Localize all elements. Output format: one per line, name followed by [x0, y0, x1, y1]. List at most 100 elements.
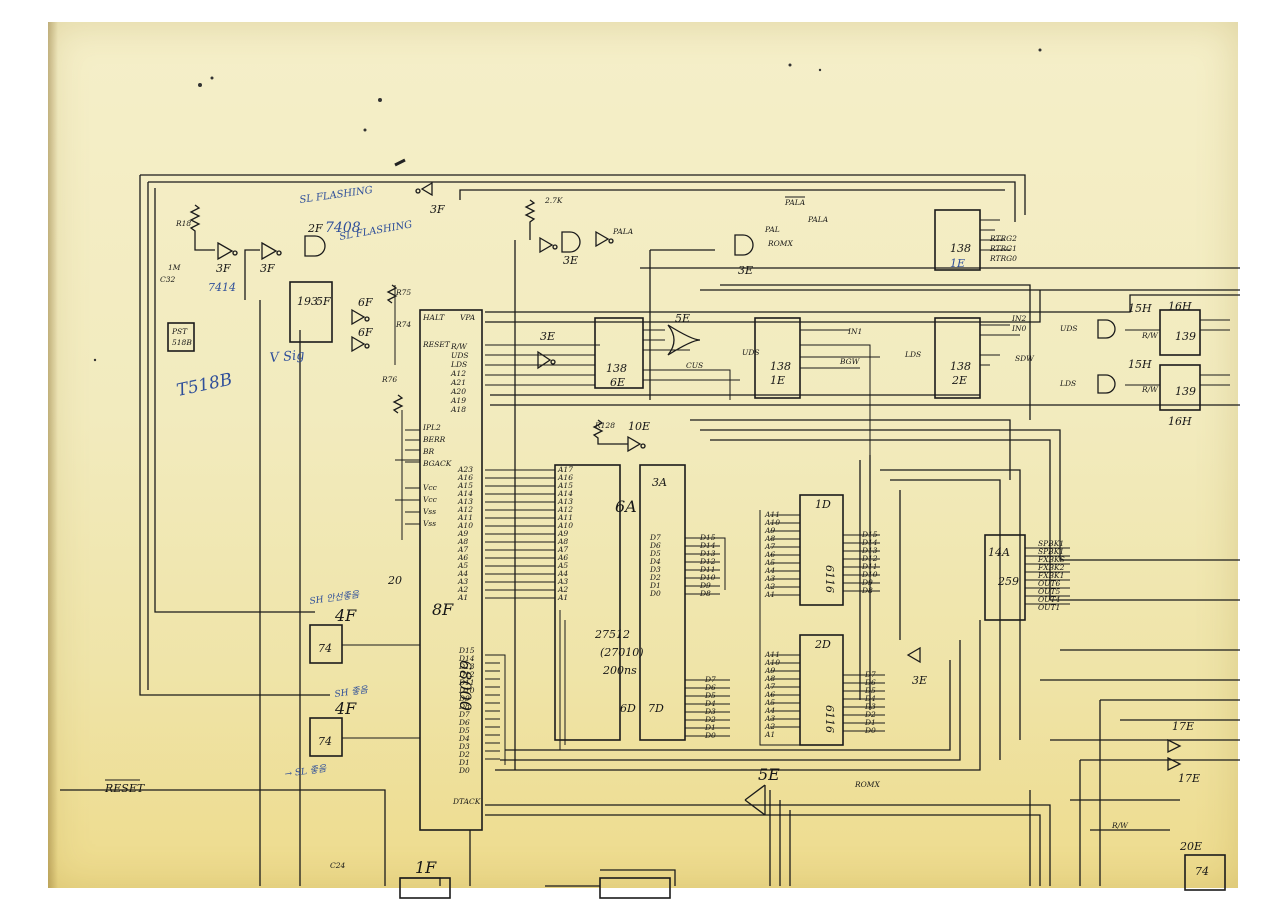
signal-halt: HALT	[422, 313, 445, 322]
signal-rw2: R/W	[1141, 385, 1159, 394]
pin-8f-right-3: A12	[450, 369, 466, 378]
chip-4f-a-ref: 4F	[334, 606, 357, 625]
out-14a-1: FXBKS	[1037, 555, 1065, 564]
chip-1e-ref: 1E	[770, 374, 785, 387]
addr-1d-3: A8	[764, 534, 775, 543]
border-wires	[60, 174, 1240, 887]
data-3a-1: D6	[649, 541, 661, 550]
addr-6a-13: A4	[557, 569, 568, 578]
data-8f-11: D4	[458, 734, 470, 743]
pin-8f-right-4: A21	[450, 378, 466, 387]
data-1d-1: D14	[861, 538, 878, 547]
addr-2d-10: A1	[764, 730, 775, 739]
signal-rtrg0: RTRG0	[989, 254, 1017, 263]
data-2d-5: D2	[864, 710, 876, 719]
gate-3f-a: 3F	[216, 262, 231, 275]
pin-8f-left-0: IPL2	[422, 423, 441, 432]
chip-20e-ref: 20E	[1179, 840, 1202, 853]
addr-2d-0: A11	[764, 650, 780, 659]
addr-2d-3: A8	[764, 674, 775, 683]
gate-3e-d: 3E	[912, 674, 927, 687]
data-8f-14: D1	[458, 758, 470, 767]
pin-8f-right-6: A19	[450, 396, 466, 405]
gate-6f-a: 6F	[358, 296, 373, 309]
note-hangul-2: SH 좋음	[334, 684, 369, 700]
addr-8f-13: A4	[457, 569, 468, 578]
signal-in0: IN0	[1011, 324, 1027, 333]
data-8f-15: D0	[458, 766, 470, 775]
addr-1d-5: A6	[764, 550, 775, 559]
out-3a-lower-1: D6	[704, 683, 716, 692]
signal-sdw: SDW	[1015, 354, 1035, 363]
addr-8f-12: A5	[457, 561, 468, 570]
addr-6a-5: A12	[557, 505, 573, 514]
out-3a-2: D13	[699, 549, 716, 558]
part-c32: C32	[160, 275, 176, 284]
chip-3a-ref: 3A	[652, 476, 667, 489]
data-8f-3: D12	[458, 670, 475, 679]
note-pin20: 20	[387, 574, 402, 587]
addr-6a-1: A16	[557, 473, 573, 482]
chip-5f-ref: 5F	[316, 295, 331, 308]
part-c24: C24	[330, 861, 346, 870]
part-1m: 1M	[168, 263, 181, 272]
addr-6a-0: A17	[557, 465, 573, 474]
chip-14a-part: 259	[997, 575, 1019, 588]
out-3a-1: D14	[699, 541, 716, 550]
part-r75: R75	[395, 288, 411, 297]
gate-17e-b: 17E	[1178, 772, 1200, 785]
part-r74: R74	[395, 320, 411, 329]
addr-6a-11: A6	[557, 553, 568, 562]
chip-4f-b-part: 74	[318, 735, 332, 748]
addr-6a-8: A9	[557, 529, 568, 538]
out-3a-0: D15	[699, 533, 716, 542]
chip-6e-part: 138	[606, 362, 627, 375]
signal-bgw: BGW	[839, 357, 861, 366]
out-14a-5: OUT5	[1038, 587, 1060, 596]
addr-2d-4: A7	[764, 682, 775, 691]
out-3a-lower-3: D4	[704, 699, 716, 708]
data-8f-8: D7	[458, 710, 470, 719]
signal-dtack: DTACK	[452, 797, 481, 806]
chip-1d-ref: 1D	[815, 498, 831, 511]
chip-20e-part: 74	[1195, 865, 1209, 878]
addr-6a-16: A1	[557, 593, 568, 602]
data-1d-4: D11	[861, 562, 878, 571]
chip-2f-ref: 2F	[307, 222, 323, 235]
chip-4f-a-part: 74	[318, 642, 332, 655]
signal-rtrg1: RTRG1	[989, 244, 1017, 253]
pin-8f-left-1: BERR	[422, 435, 446, 444]
chip-5f-part: 193	[297, 295, 318, 308]
data-3a-7: D0	[649, 589, 661, 598]
addr-8f-1: A16	[457, 473, 473, 482]
chip-3a-sub: 6D	[620, 702, 636, 715]
gate-15h-b: 15H	[1128, 358, 1152, 371]
signal-rw3: R/W	[1111, 821, 1129, 830]
data-8f-5: D10	[458, 686, 475, 695]
gate-10e: 10E	[628, 420, 650, 433]
signal-in2: IN2	[1011, 314, 1027, 323]
signal-pala-b: PALA	[807, 215, 829, 224]
data-8f-4: D11	[458, 678, 475, 687]
pin-8f-left-5: Vcc	[423, 495, 438, 504]
addr-2d-7: A4	[764, 706, 775, 715]
addr-1d-8: A3	[764, 574, 775, 583]
signal-lds: LDS	[1059, 379, 1076, 388]
data-2d-3: D4	[864, 694, 876, 703]
chip-16h-b-part: 139	[1175, 385, 1196, 398]
data-2d-2: D5	[864, 686, 876, 695]
pin-8f-left-6: Vss	[423, 507, 436, 516]
pin-8f-left-3: BGACK	[422, 459, 452, 468]
chip-1e-top-ref: 1E	[950, 257, 965, 270]
addr-1d-6: A5	[764, 558, 775, 567]
pin-columns: R/W UDS LDS A12 A21 A20 A19 A18 IPL2 BER…	[422, 342, 1065, 775]
part-pst-num: 518B	[172, 338, 192, 347]
chip-1e-part: 138	[770, 360, 791, 373]
chip-labels: 8F 68000 6A 27512 (27010) 200ns 3A 6D 7D…	[297, 220, 1209, 878]
signal-pala-bar: PALA	[784, 198, 806, 207]
chip-8f-ref: 8F	[432, 600, 454, 619]
resistors	[189, 199, 628, 445]
out-14a-2: FXBK2	[1037, 563, 1065, 572]
signal-reset-8f: RESET	[422, 340, 451, 349]
